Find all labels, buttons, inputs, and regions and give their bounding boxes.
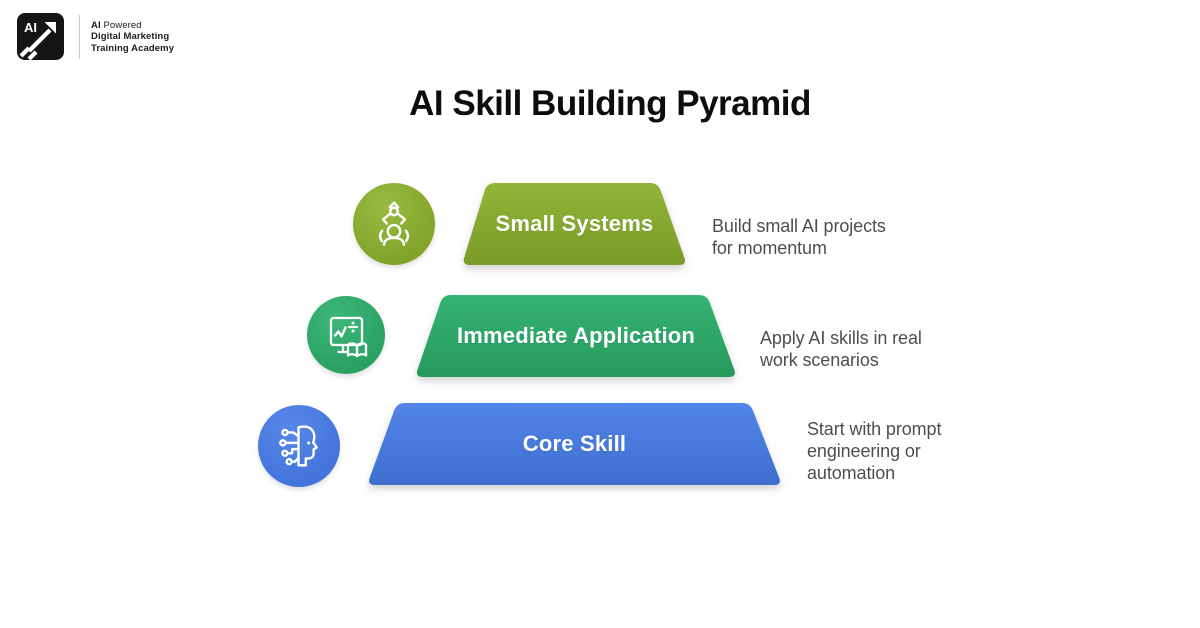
pyramid-band-core-skill: [369, 403, 780, 485]
level-description-immediate-application: Apply AI skills in real work scenarios: [760, 327, 922, 371]
brand-logo: AI AI Powered Digital Marketing Training…: [16, 12, 174, 62]
level-label-core-skill: Core Skill: [522, 431, 627, 456]
description-line: Apply AI skills in real: [760, 328, 922, 348]
logo-text: AI Powered Digital Marketing Training Ac…: [91, 20, 174, 55]
ai-head-icon: [258, 405, 340, 487]
crane-claw-team-icon: [353, 183, 435, 265]
pyramid-band-small-systems: [463, 183, 685, 265]
description-line: engineering or: [807, 441, 921, 461]
description-line: for momentum: [712, 238, 827, 258]
level-label-immediate-application: Immediate Application: [456, 323, 696, 348]
level-label-small-systems: Small Systems: [495, 211, 654, 236]
logo-line-3: Training Academy: [91, 42, 175, 54]
description-line: Start with prompt: [807, 419, 942, 439]
logo-divider: [79, 15, 80, 59]
page-title: AI Skill Building Pyramid: [409, 84, 811, 123]
pyramid-band-immediate-application: [416, 295, 735, 377]
description-line: automation: [807, 463, 896, 483]
learning-monitor-icon: [307, 296, 385, 374]
description-line: work scenarios: [760, 350, 879, 370]
logo-line-1: AI Powered: [91, 19, 142, 31]
svg-text:AI: AI: [24, 20, 37, 35]
brand-logo-arrow-icon: AI: [17, 13, 64, 61]
level-description-core-skill: Start with prompt engineering or automat…: [807, 418, 941, 484]
logo-line-2: Digital Marketing: [91, 31, 170, 43]
description-line: Build small AI projects: [712, 216, 886, 236]
level-description-small-systems: Build small AI projects for momentum: [712, 215, 886, 259]
